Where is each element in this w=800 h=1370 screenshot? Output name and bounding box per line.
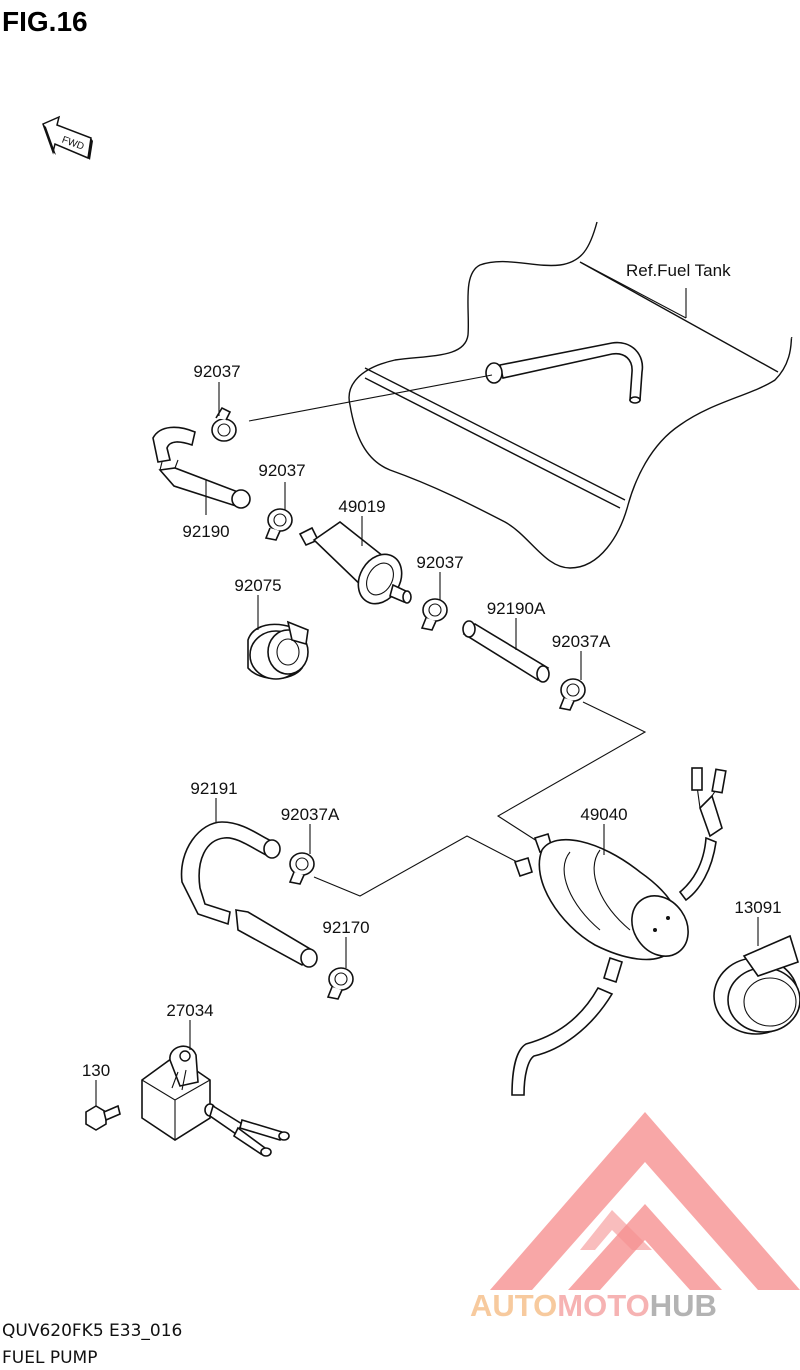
callout-130: 130	[82, 1061, 110, 1080]
watermark-moto: MOTO	[557, 1288, 649, 1323]
callout-92191: 92191	[190, 779, 237, 798]
callout-49019: 49019	[338, 497, 385, 516]
callout-49040: 49040	[580, 805, 627, 824]
fuel-pump-49040	[511, 767, 727, 1096]
callout-92037A-lower: 92037A	[281, 805, 340, 824]
fuel-tank-outline	[348, 221, 793, 569]
fuel-hose-92190	[152, 426, 251, 509]
callout-13091: 13091	[734, 898, 781, 917]
watermark-text: AUTOMOTOHUB	[470, 1288, 717, 1323]
relay-27034	[141, 1045, 290, 1157]
callout-92190A: 92190A	[487, 599, 546, 618]
fuel-hose-92191	[180, 821, 318, 968]
callout-92037-top: 92037	[193, 362, 240, 381]
callout-92037-mid: 92037	[258, 461, 305, 480]
fwd-arrow-icon: FWD	[42, 115, 93, 160]
callout-92075: 92075	[234, 576, 281, 595]
ref-fuel-tank-label: Ref.Fuel Tank	[626, 261, 731, 280]
watermark-auto: AUTO	[470, 1288, 557, 1323]
footer-name: FUEL PUMP	[2, 1348, 97, 1368]
figure-title: FIG.16	[2, 6, 88, 37]
hose-clamp-92170	[326, 967, 354, 1000]
fuel-filter-49019	[298, 521, 412, 605]
hose-clamp-92037-right	[420, 598, 448, 631]
automotohub-logo: AUTOMOTOHUB	[470, 1112, 800, 1323]
callout-92037A-upper: 92037A	[552, 632, 611, 651]
hose-clamp-92037A-upper	[558, 678, 586, 711]
leader-lines	[95, 382, 759, 1106]
damper-92075	[247, 620, 309, 680]
bolt-130	[85, 1104, 121, 1131]
callout-92037-right: 92037	[416, 553, 463, 572]
watermark-hub: HUB	[650, 1288, 717, 1323]
callout-92190: 92190	[182, 522, 229, 541]
hose-clamp-92037A-lower	[288, 852, 315, 885]
callout-92170: 92170	[322, 918, 369, 937]
callout-27034: 27034	[166, 1001, 213, 1020]
hose-clamp-92037-top	[211, 406, 237, 442]
band-13091	[713, 934, 800, 1035]
fuel-hose-92190A	[462, 620, 550, 683]
hose-clamp-92037-mid	[264, 508, 293, 541]
tank-outlet-pipe	[485, 341, 644, 404]
footer-code: QUV620FK5 E33_016	[2, 1321, 182, 1341]
